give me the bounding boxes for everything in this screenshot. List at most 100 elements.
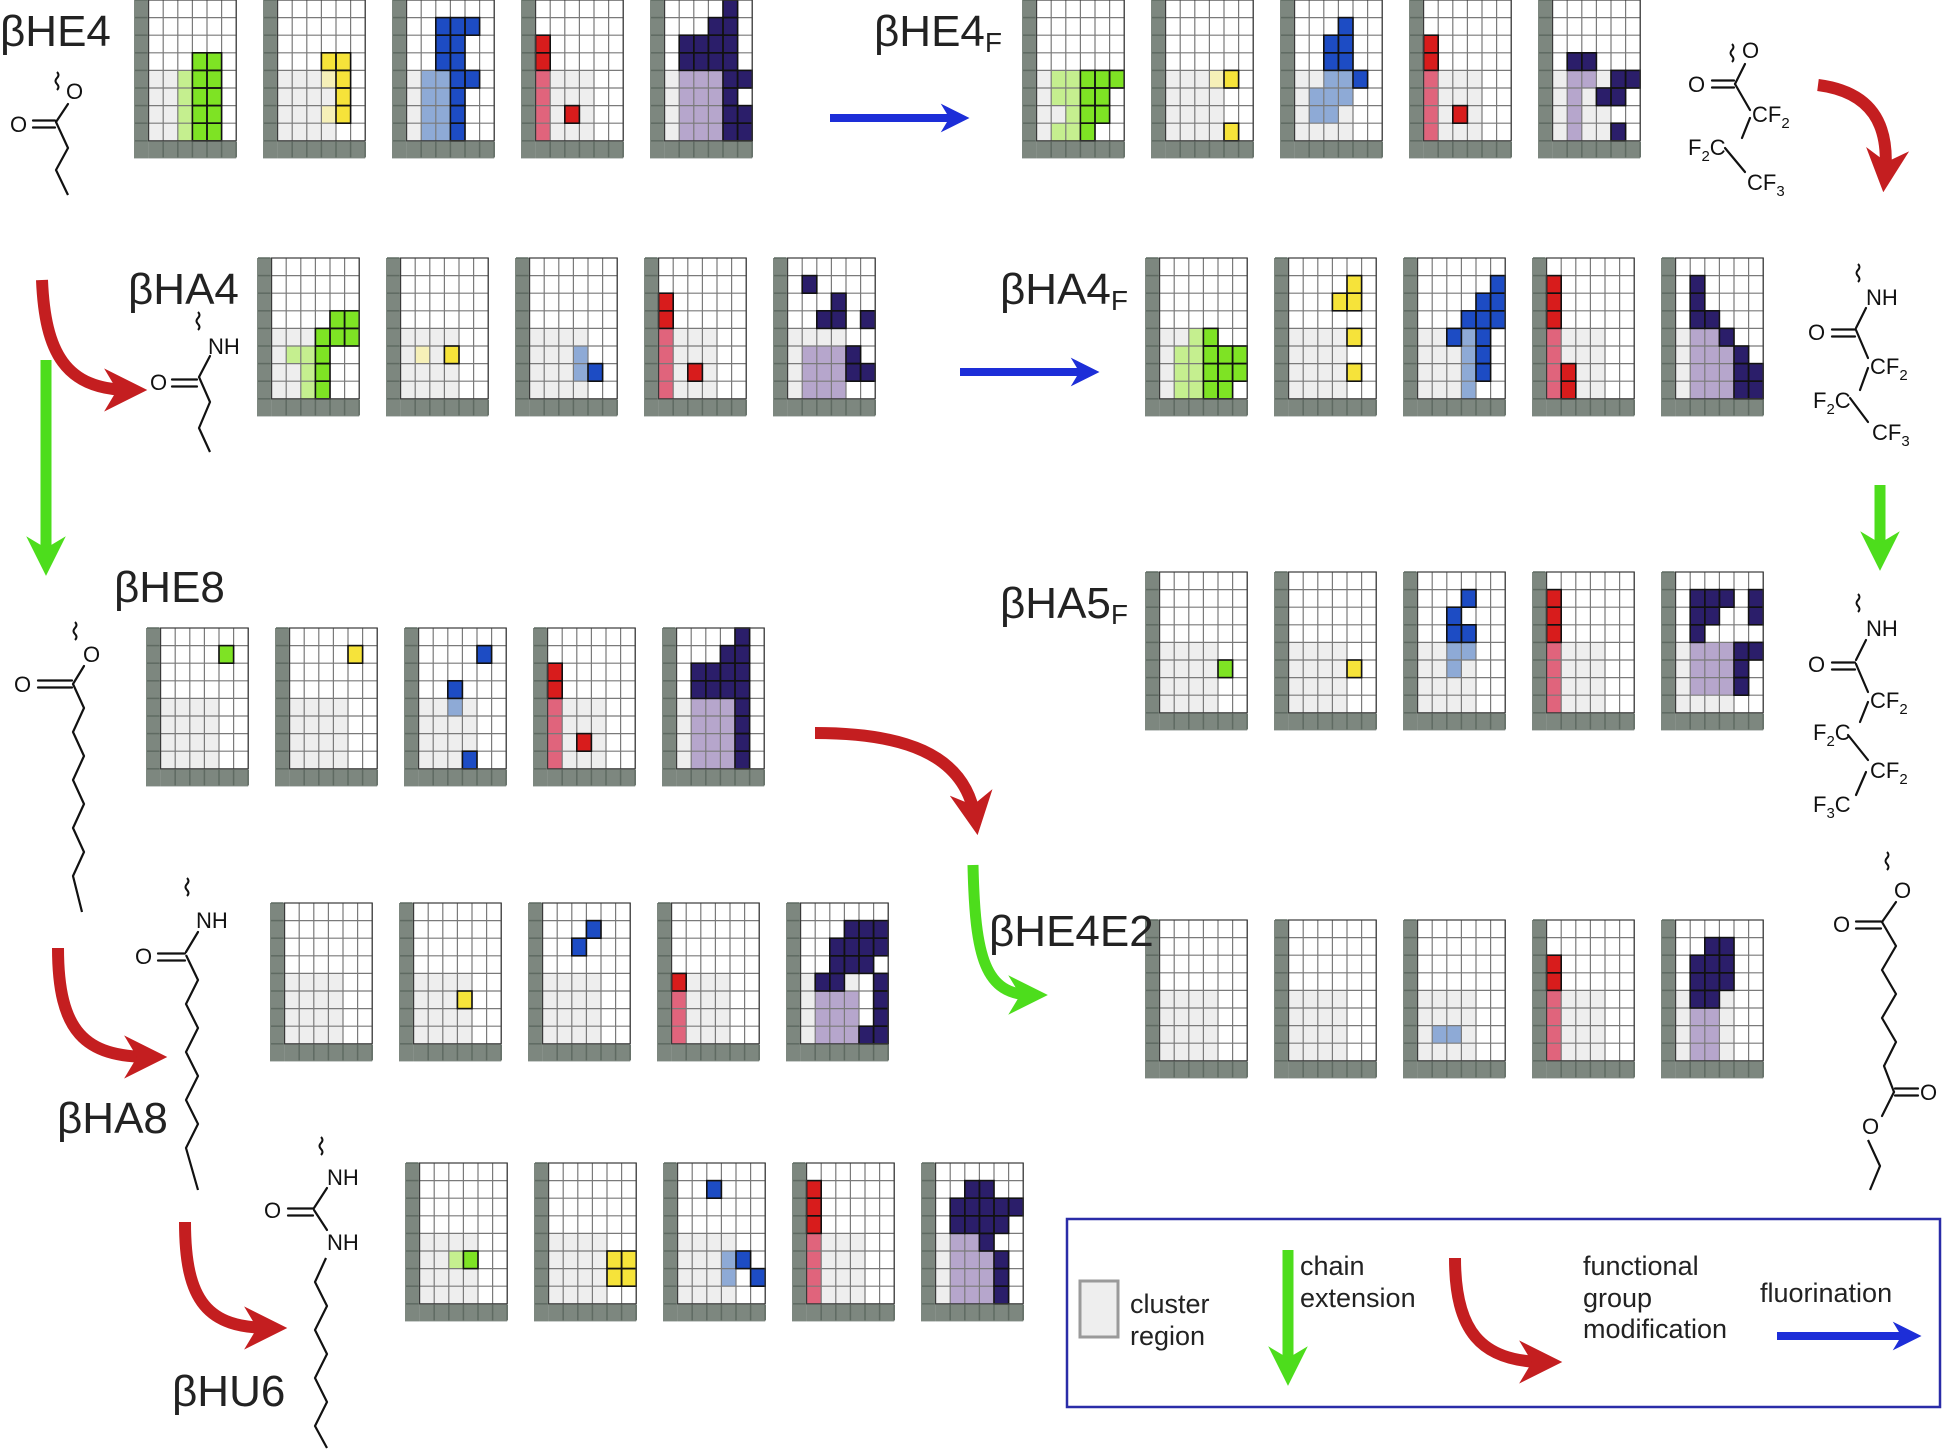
residue-cell-outline	[476, 644, 493, 664]
grid-frame-left	[786, 903, 801, 1062]
residue-cell	[1546, 589, 1562, 608]
residue-cell-outline	[801, 274, 818, 295]
residue-cell	[691, 716, 706, 734]
residue-cell	[691, 698, 706, 716]
residue-cell	[829, 938, 845, 956]
residue-cell	[1704, 955, 1720, 973]
residue-cell	[1224, 123, 1239, 141]
grid-frame-left	[1280, 0, 1295, 159]
residue-cell	[315, 346, 330, 364]
residue-cell	[1546, 695, 1562, 713]
residue-cell	[1690, 1008, 1705, 1026]
oxygen-atom: O	[1833, 912, 1850, 937]
residue-cell	[447, 680, 463, 699]
group-carbon: C	[1835, 720, 1851, 745]
residue-cell	[1065, 123, 1081, 141]
residue-cell-outline	[1704, 309, 1721, 330]
residue-cell-outline	[1352, 69, 1369, 89]
legend-functional-label: functional group modification	[1583, 1251, 1728, 1345]
residue-cell	[1748, 363, 1764, 382]
residue-cell	[1690, 972, 1705, 991]
residue-cell	[994, 1268, 1009, 1287]
label-bha4f: βHA4F	[1000, 265, 1129, 316]
residue-cell	[421, 105, 436, 124]
residue-cell	[1546, 293, 1562, 311]
bond	[1854, 638, 1868, 662]
residue-cell	[607, 1251, 622, 1269]
residue-cell	[435, 105, 451, 124]
residue-cell	[1567, 105, 1582, 124]
residue-cell	[979, 1268, 994, 1287]
residue-cell	[607, 1268, 622, 1287]
residue-cell	[1065, 105, 1081, 124]
residue-cell	[815, 1026, 830, 1044]
residue-cell	[1719, 346, 1734, 364]
residue-cell	[1690, 381, 1705, 399]
grid-frame-left	[405, 1163, 420, 1322]
grid-outline	[1287, 257, 1377, 400]
residue-cell	[859, 1026, 874, 1044]
residue-cell	[1719, 328, 1734, 346]
grid-frame-left	[404, 628, 419, 787]
residue-cell	[1490, 310, 1506, 329]
group-main: F	[1813, 792, 1826, 817]
oxygen-atom: O	[1688, 72, 1705, 97]
residue-cell	[873, 1026, 889, 1044]
residue-cell	[994, 1286, 1009, 1304]
grid-panel	[1532, 571, 1635, 731]
group-subscript: 3	[1826, 805, 1834, 822]
grid-panel	[1145, 571, 1248, 731]
grid-outline	[799, 902, 889, 1045]
grid-panel	[786, 902, 889, 1062]
residue-cell	[816, 310, 832, 329]
residue-cell	[658, 310, 674, 329]
residue-cell	[679, 105, 694, 124]
grid-panel	[921, 1162, 1024, 1322]
residue-cell	[1581, 52, 1597, 71]
residue-cell	[1690, 955, 1705, 973]
group-main: F	[1813, 388, 1826, 413]
residue-cell-outline	[978, 1232, 995, 1252]
grid-outline	[541, 902, 631, 1045]
residue-cell-outline	[335, 104, 352, 124]
residue-cell	[1476, 346, 1491, 364]
residue-cell	[750, 1268, 766, 1287]
residue-cell	[721, 1268, 736, 1287]
residue-cell	[1218, 660, 1233, 678]
residue-cell	[802, 381, 817, 399]
residue-cell-outline	[858, 954, 875, 975]
group-main: CF	[1870, 758, 1899, 783]
residue-cell	[964, 1233, 980, 1251]
residue-cell	[1546, 972, 1562, 991]
grid-outline	[547, 1162, 637, 1305]
residue-cell	[1423, 52, 1439, 71]
residue-cell	[829, 1008, 845, 1027]
residue-cell	[705, 716, 721, 734]
residue-cell	[1748, 589, 1764, 608]
grid-outline	[1545, 919, 1635, 1062]
residue-cell	[950, 1215, 965, 1234]
residue-cell	[1323, 52, 1339, 71]
residue-cell-outline	[686, 362, 704, 383]
residue-cell	[691, 733, 706, 752]
residue-cell	[462, 751, 477, 769]
residue-cell-outline	[735, 1250, 752, 1270]
residue-cell	[1546, 990, 1562, 1008]
label-bha5f: βHA5F	[1000, 579, 1129, 630]
bond	[1848, 396, 1870, 424]
group-subscript: 2	[1899, 367, 1907, 384]
residue-cell	[693, 105, 709, 124]
grid-panel	[1403, 919, 1506, 1079]
grid-panels	[134, 0, 1764, 1322]
arrows	[26, 79, 1910, 1350]
residue-cell	[1704, 972, 1720, 991]
residue-cell	[658, 363, 674, 382]
residue-cell	[448, 1251, 464, 1269]
residue-cell-outline	[1346, 659, 1363, 679]
residue-cell	[735, 645, 750, 664]
residue-cell-outline	[462, 1250, 479, 1270]
grid-frame-left	[644, 258, 659, 417]
wavy-bond-icon	[1855, 593, 1861, 613]
grid-frame-left	[392, 0, 407, 159]
residue-cell	[831, 346, 846, 364]
